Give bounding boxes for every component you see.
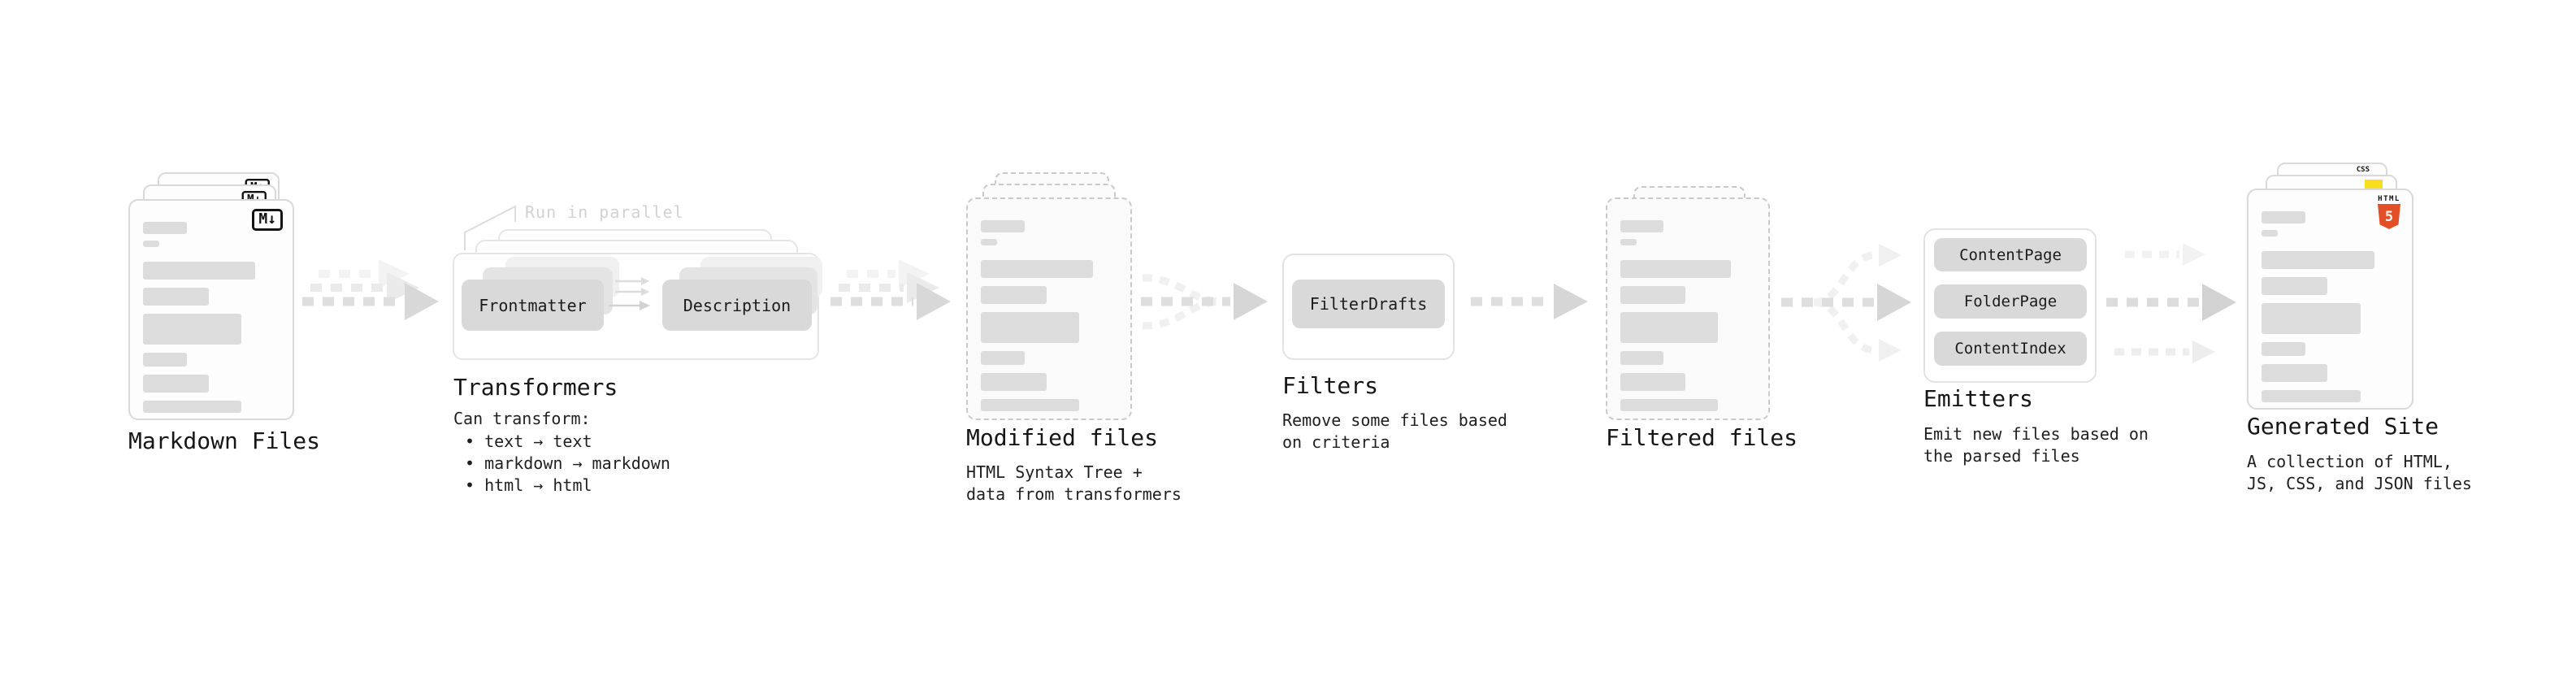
text-placeholder-bar: [981, 260, 1093, 278]
text-placeholder-bar: [143, 375, 209, 393]
text-placeholder-bar: [1620, 312, 1718, 343]
text-placeholder-bar: [981, 399, 1079, 411]
stage-title-modified-files: Modified files: [966, 424, 1159, 451]
generated-site-desc: A collection of HTML, JS, CSS, and JSON …: [2247, 452, 2472, 493]
text-placeholder-bar: [981, 286, 1047, 304]
document-text-placeholder: [1607, 199, 1768, 419]
html5-icon: HTML 5: [2374, 195, 2404, 229]
description-pill: Description: [662, 280, 812, 331]
text-placeholder-bar: [981, 239, 998, 245]
text-placeholder-bar: [981, 351, 1025, 365]
text-placeholder-bar: [1620, 260, 1732, 278]
text-placeholder-bar: [2262, 211, 2306, 223]
stage-title-markdown-files: Markdown Files: [128, 427, 321, 454]
text-placeholder-bar: [2262, 303, 2361, 334]
text-placeholder-bar: [1620, 286, 1685, 304]
text-placeholder-bar: [143, 353, 187, 367]
text-placeholder-bar: [143, 401, 241, 413]
markdown-icon: M↓: [252, 209, 283, 231]
html5-icon-shield: 5: [2378, 204, 2400, 229]
emitter-pill-contentpage: ContentPage: [1934, 238, 2087, 271]
text-placeholder-bar: [1620, 220, 1664, 232]
text-placeholder-bar: [981, 312, 1079, 343]
text-placeholder-bar: [1620, 351, 1664, 365]
text-placeholder-bar: [143, 222, 187, 234]
transformers-bullet: • markdown → markdown: [465, 453, 670, 473]
text-placeholder-bar: [2262, 390, 2361, 402]
document-text-placeholder: [2249, 190, 2412, 408]
emitter-pill-contentindex: ContentIndex: [1934, 332, 2087, 366]
text-placeholder-bar: [143, 288, 209, 306]
text-placeholder-bar: [981, 373, 1047, 391]
transformers-desc-heading: Can transform:: [453, 409, 591, 428]
arrow-filters-to-filtered: [1471, 284, 1588, 319]
arrow-emitters-to-site: [2106, 243, 2236, 363]
text-placeholder-bar: [1620, 399, 1718, 411]
filtered-file-card-front: [1606, 197, 1770, 420]
transformers-bullet: • text → text: [465, 432, 592, 451]
filters-desc: Remove some files based on criteria: [1282, 410, 1507, 452]
document-text-placeholder: [968, 199, 1130, 419]
text-placeholder-bar: [1620, 239, 1637, 245]
stage-title-filters: Filters: [1282, 372, 1379, 399]
emitters-desc: Emit new files based on the parsed files: [1923, 424, 2149, 466]
text-placeholder-bar: [2262, 251, 2374, 269]
markdown-file-card-front: M↓: [128, 199, 294, 420]
run-in-parallel-label: Run in parallel: [525, 202, 684, 222]
arrow-transformers-to-modified: [830, 259, 951, 320]
html5-icon-label: HTML: [2378, 195, 2400, 203]
text-placeholder-bar: [2262, 230, 2279, 236]
modified-file-card-front: [966, 197, 1132, 420]
text-placeholder-bar: [2262, 342, 2306, 356]
modified-files-desc: HTML Syntax Tree + data from transformer…: [966, 462, 1182, 504]
arrow-markdown-to-transformers: [302, 259, 439, 320]
stage-title-emitters: Emitters: [1923, 385, 2033, 412]
filter-drafts-pill: FilterDrafts: [1292, 280, 1445, 328]
text-placeholder-bar: [143, 241, 160, 247]
site-file-card-html: HTML 5: [2247, 189, 2413, 410]
text-placeholder-bar: [2262, 364, 2328, 382]
text-placeholder-bar: [981, 220, 1025, 232]
stage-title-filtered-files: Filtered files: [1606, 424, 1798, 451]
text-placeholder-bar: [143, 262, 255, 280]
transformers-bullet: • html → html: [465, 475, 592, 495]
document-text-placeholder: [130, 201, 293, 419]
arrow-filtered-to-emitters-diverge: [1781, 244, 1911, 362]
javascript-icon: [2365, 180, 2383, 189]
text-placeholder-bar: [2262, 277, 2328, 295]
stage-title-generated-site: Generated Site: [2247, 413, 2439, 440]
stage-title-transformers: Transformers: [453, 374, 618, 401]
frontmatter-pill: Frontmatter: [462, 280, 604, 331]
emitter-pill-folderpage: FolderPage: [1934, 284, 2087, 319]
text-placeholder-bar: [143, 314, 241, 345]
arrow-modified-to-filters-converge: [1141, 274, 1268, 330]
text-placeholder-bar: [1620, 373, 1685, 391]
